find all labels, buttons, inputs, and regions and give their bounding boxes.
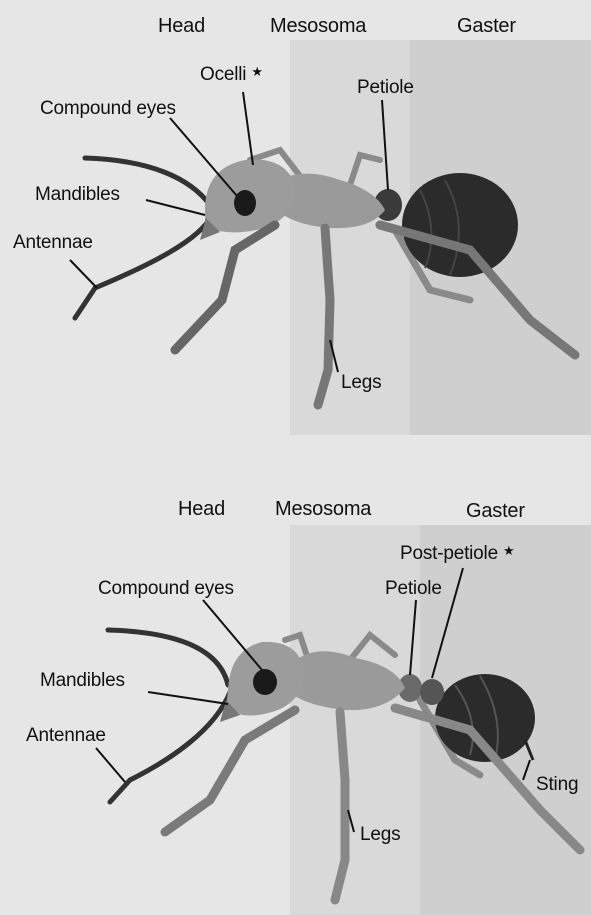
compound-eye-shape bbox=[253, 669, 277, 695]
label-ocelli: Ocelli ★ bbox=[200, 64, 263, 86]
post-petiole-shape bbox=[420, 679, 444, 705]
star-marker-icon: ★ bbox=[251, 64, 262, 79]
leg-front bbox=[175, 225, 275, 350]
label-post-petiole: Post-petiole ★ bbox=[400, 543, 515, 565]
label-sting: Sting bbox=[536, 774, 578, 796]
label-compound-eyes: Compound eyes bbox=[98, 578, 234, 600]
label-post-petiole-text: Post-petiole bbox=[400, 543, 498, 564]
label-ocelli-text: Ocelli bbox=[200, 64, 246, 85]
label-antennae: Antennae bbox=[13, 232, 93, 254]
leg-mid bbox=[318, 228, 330, 405]
leg-mid-far bbox=[350, 635, 395, 660]
label-petiole: Petiole bbox=[385, 578, 442, 600]
worker-ant-panel: Head Mesosoma Gaster Ocelli ★ Petiole Co… bbox=[0, 0, 591, 450]
gaster-shape bbox=[402, 173, 518, 277]
label-petiole: Petiole bbox=[357, 77, 414, 99]
header-head: Head bbox=[178, 498, 225, 521]
antenna-lower bbox=[110, 692, 230, 802]
worker-ant-illustration bbox=[0, 0, 591, 450]
label-legs: Legs bbox=[360, 824, 400, 846]
label-mandibles: Mandibles bbox=[40, 670, 125, 692]
compound-eye-shape bbox=[234, 190, 256, 216]
queen-ant-panel: Head Mesosoma Gaster Post-petiole ★ Comp… bbox=[0, 460, 591, 915]
label-compound-eyes: Compound eyes bbox=[40, 98, 176, 120]
label-antennae: Antennae bbox=[26, 725, 106, 747]
leg-mid bbox=[335, 712, 345, 900]
antenna-lower bbox=[75, 215, 212, 318]
star-marker-icon: ★ bbox=[503, 543, 514, 558]
header-mesosoma: Mesosoma bbox=[270, 15, 366, 38]
label-mandibles: Mandibles bbox=[35, 184, 120, 206]
leg-front bbox=[165, 710, 295, 832]
header-head: Head bbox=[158, 15, 205, 38]
header-mesosoma: Mesosoma bbox=[275, 498, 371, 521]
header-gaster: Gaster bbox=[466, 500, 525, 523]
header-gaster: Gaster bbox=[457, 15, 516, 38]
antenna-upper bbox=[108, 630, 228, 685]
sting-shape bbox=[525, 740, 533, 760]
label-legs: Legs bbox=[341, 372, 381, 394]
